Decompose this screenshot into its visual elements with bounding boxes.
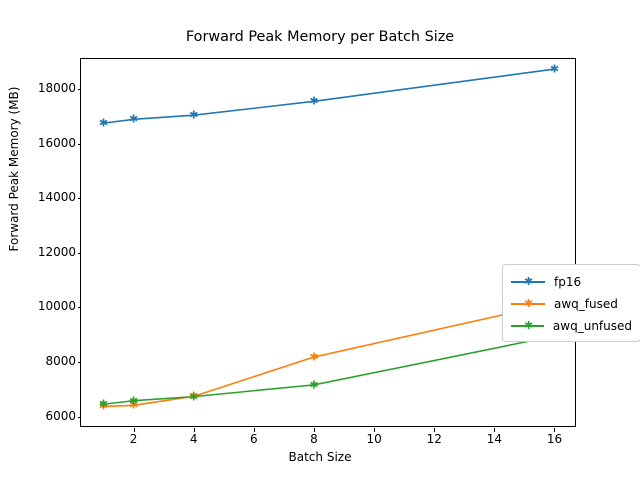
data-point-marker: ✱ bbox=[128, 398, 139, 412]
legend-swatch-line: ✱ bbox=[511, 276, 545, 287]
x-tick-label: 2 bbox=[129, 432, 138, 446]
x-tick-label: 4 bbox=[189, 432, 198, 446]
x-tick-mark bbox=[133, 428, 135, 432]
data-point-marker: ✱ bbox=[98, 399, 109, 413]
data-point-marker: ✱ bbox=[189, 108, 199, 122]
legend[interactable]: ✱ fp16 ✱ awq_fused ✱ awq_unfused bbox=[502, 264, 640, 342]
x-tick-label: 6 bbox=[250, 432, 258, 446]
x-tick-label: 16 bbox=[546, 432, 563, 446]
x-tick-mark bbox=[554, 428, 556, 432]
legend-label: awq_fused bbox=[554, 297, 618, 311]
data-point-marker: ✱ bbox=[189, 389, 199, 403]
y-tick-label: 10000 bbox=[37, 299, 76, 314]
data-point-marker: ✱ bbox=[309, 350, 319, 364]
y-tick-mark bbox=[77, 252, 81, 254]
x-tick-label: 12 bbox=[426, 432, 442, 446]
x-tick-mark bbox=[313, 428, 315, 432]
x-tick-mark bbox=[193, 428, 195, 432]
legend-item-2[interactable]: ✱ awq_unfused bbox=[511, 315, 632, 337]
y-tick-label: 8000 bbox=[45, 353, 76, 368]
plot-area: ✱✱✱✱✱✱✱✱✱✱✱✱✱✱✱ bbox=[81, 59, 575, 426]
x-tick-label: 10 bbox=[366, 432, 382, 446]
data-point-marker: ✱ bbox=[189, 390, 199, 404]
legend-item-1[interactable]: ✱ awq_fused bbox=[511, 293, 632, 315]
series-line bbox=[103, 302, 555, 408]
x-tick-mark bbox=[253, 428, 255, 432]
y-tick-label: 18000 bbox=[37, 81, 76, 96]
data-point-marker: ✱ bbox=[98, 397, 109, 411]
legend-swatch-line: ✱ bbox=[511, 298, 545, 309]
y-tick-mark bbox=[77, 143, 81, 145]
legend-label: fp16 bbox=[554, 275, 582, 289]
y-tick-mark bbox=[77, 361, 81, 363]
data-point-marker: ✱ bbox=[128, 394, 139, 408]
x-tick-mark bbox=[374, 428, 376, 432]
data-point-marker: ✱ bbox=[98, 116, 109, 130]
y-axis-label: Forward Peak Memory (MB) bbox=[7, 86, 21, 252]
legend-item-0[interactable]: ✱ fp16 bbox=[511, 271, 632, 293]
data-point-marker: ✱ bbox=[309, 378, 319, 392]
series-line bbox=[103, 68, 555, 124]
data-point-marker: ✱ bbox=[128, 112, 139, 126]
series-line bbox=[103, 335, 555, 406]
series-lines bbox=[103, 68, 555, 408]
data-point-marker: ✱ bbox=[309, 94, 319, 108]
x-tick-mark bbox=[434, 428, 436, 432]
star-marker-icon: ✱ bbox=[524, 297, 534, 310]
x-tick-label: 8 bbox=[310, 432, 318, 446]
y-tick-label: 16000 bbox=[37, 135, 76, 150]
legend-swatch-line: ✱ bbox=[511, 320, 544, 331]
star-marker-icon: ✱ bbox=[524, 319, 534, 332]
star-marker-icon: ✱ bbox=[524, 275, 534, 288]
plot-axes: 6000 8000 10000 12000 14000 16000 18000 2 4 6 8 10… bbox=[38, 58, 640, 446]
y-tick-mark bbox=[77, 198, 81, 200]
legend-label: awq_unfused bbox=[552, 319, 632, 333]
data-point-marker: ✱ bbox=[549, 62, 560, 76]
x-axis-label: Batch Size bbox=[288, 450, 352, 464]
y-tick-label: 6000 bbox=[45, 408, 76, 423]
y-tick-label: 12000 bbox=[37, 244, 76, 259]
y-tick-mark bbox=[77, 416, 81, 418]
y-tick-label: 14000 bbox=[37, 190, 76, 205]
chart-title: Forward Peak Memory per Batch Size bbox=[185, 29, 455, 45]
x-tick-label: 14 bbox=[486, 432, 502, 446]
y-tick-mark bbox=[77, 89, 81, 91]
x-tick-mark bbox=[494, 428, 496, 432]
y-tick-mark bbox=[77, 307, 81, 309]
